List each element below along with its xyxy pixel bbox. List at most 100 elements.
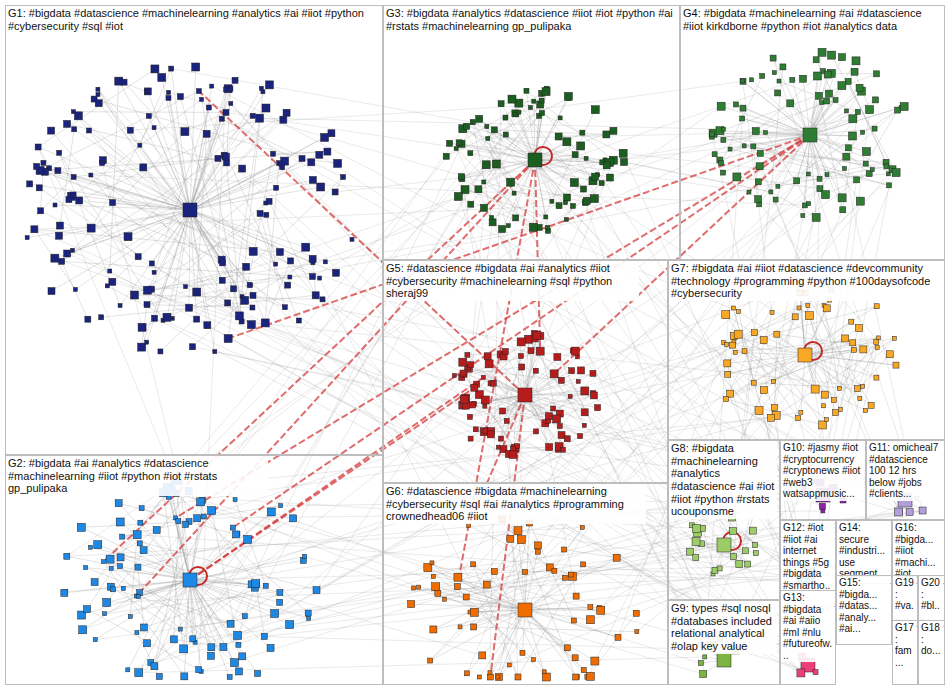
graph-vertex <box>507 535 514 542</box>
graph-vertex <box>760 337 767 344</box>
graph-vertex <box>482 180 486 184</box>
graph-vertex <box>893 362 899 368</box>
graph-vertex <box>895 508 903 516</box>
graph-vertex <box>432 583 440 591</box>
group-label: G7: #bigdata #ai #iiot #datascience #dev… <box>669 261 943 301</box>
graph-edge <box>207 325 808 665</box>
graph-vertex <box>581 186 587 192</box>
graph-vertex <box>121 79 127 85</box>
graph-vertex <box>822 404 826 408</box>
graph-vertex <box>858 397 862 401</box>
group-panel: G6: #datascience #bigdata #machinelearni… <box>383 483 668 685</box>
highlight-edge <box>228 135 810 339</box>
graph-vertex <box>875 346 879 350</box>
graph-vertex <box>906 509 913 516</box>
graph-vertex <box>745 561 751 567</box>
graph-vertex <box>219 116 224 121</box>
graph-vertex <box>721 127 725 131</box>
graph-vertex <box>320 297 325 302</box>
graph-vertex <box>535 549 540 554</box>
graph-vertex <box>564 645 570 651</box>
graph-vertex <box>621 159 628 166</box>
graph-vertex <box>277 599 283 605</box>
graph-vertex <box>555 133 562 140</box>
graph-vertex <box>539 98 544 103</box>
graph-vertex <box>603 162 610 169</box>
graph-edge <box>525 610 590 676</box>
graph-vertex <box>138 520 143 525</box>
graph-vertex <box>499 226 506 233</box>
graph-vertex <box>749 527 756 534</box>
graph-vertex <box>717 566 722 571</box>
graph-edge <box>810 72 855 135</box>
graph-vertex <box>156 674 162 680</box>
graph-vertex <box>900 103 908 111</box>
graph-vertex <box>613 554 620 561</box>
graph-vertex <box>517 110 521 114</box>
graph-vertex <box>285 282 291 288</box>
group-label: G19: #va... <box>893 576 916 624</box>
graph-vertex <box>101 560 105 564</box>
graph-vertex <box>210 84 214 88</box>
graph-vertex <box>274 262 278 266</box>
graph-vertex <box>753 551 758 556</box>
graph-vertex <box>140 624 147 631</box>
graph-edge <box>335 146 744 192</box>
graph-vertex <box>733 102 738 107</box>
graph-vertex <box>515 674 521 680</box>
graph-vertex <box>169 66 174 71</box>
graph-vertex <box>500 408 506 414</box>
graph-vertex <box>431 574 435 578</box>
graph-vertex <box>824 418 828 422</box>
graph-edge <box>231 104 352 240</box>
graph-vertex <box>733 350 737 354</box>
graph-vertex <box>787 100 794 107</box>
graph-vertex <box>178 627 182 631</box>
group-label: G20: #bl... <box>919 576 943 624</box>
graph-vertex <box>232 531 239 538</box>
graph-vertex <box>728 147 732 151</box>
highlight-edge <box>176 135 810 518</box>
graph-vertex <box>551 406 556 411</box>
graph-vertex <box>180 645 188 653</box>
graph-vertex <box>581 668 586 673</box>
graph-vertex <box>849 115 857 123</box>
graph-edge <box>195 113 515 642</box>
graph-vertex <box>59 258 65 264</box>
graph-vertex <box>828 51 836 59</box>
graph-vertex <box>528 153 542 167</box>
graph-vertex <box>144 302 150 308</box>
graph-vertex <box>752 128 759 135</box>
graph-edge <box>250 285 266 323</box>
graph-vertex <box>800 75 807 82</box>
graph-vertex <box>819 503 825 509</box>
graph-edge <box>733 308 805 355</box>
graph-edge <box>67 527 582 556</box>
graph-edge <box>72 196 139 256</box>
graph-vertex <box>821 191 829 199</box>
graph-vertex <box>619 149 627 157</box>
graph-vertex <box>223 109 229 115</box>
graph-edge <box>753 146 856 179</box>
graph-vertex <box>55 232 62 239</box>
graph-vertex <box>106 555 114 563</box>
graph-vertex <box>428 658 433 663</box>
graph-vertex <box>270 151 275 156</box>
graph-vertex <box>582 423 586 427</box>
graph-vertex <box>277 590 283 596</box>
graph-vertex <box>874 71 880 77</box>
graph-edge <box>79 118 259 200</box>
graph-vertex <box>244 535 252 543</box>
graph-vertex <box>143 286 151 294</box>
graph-vertex <box>564 217 568 221</box>
graph-vertex <box>454 573 462 581</box>
group-panel: G10: #jasmy #iot #cryptocurrency #crypto… <box>780 440 866 520</box>
graph-vertex <box>158 73 166 81</box>
graph-vertex <box>799 410 803 414</box>
graph-vertex <box>843 153 850 160</box>
graph-vertex <box>55 168 61 174</box>
graph-vertex <box>733 173 741 181</box>
graph-vertex <box>299 155 305 161</box>
graph-vertex <box>61 589 68 596</box>
graph-vertex <box>698 661 703 666</box>
